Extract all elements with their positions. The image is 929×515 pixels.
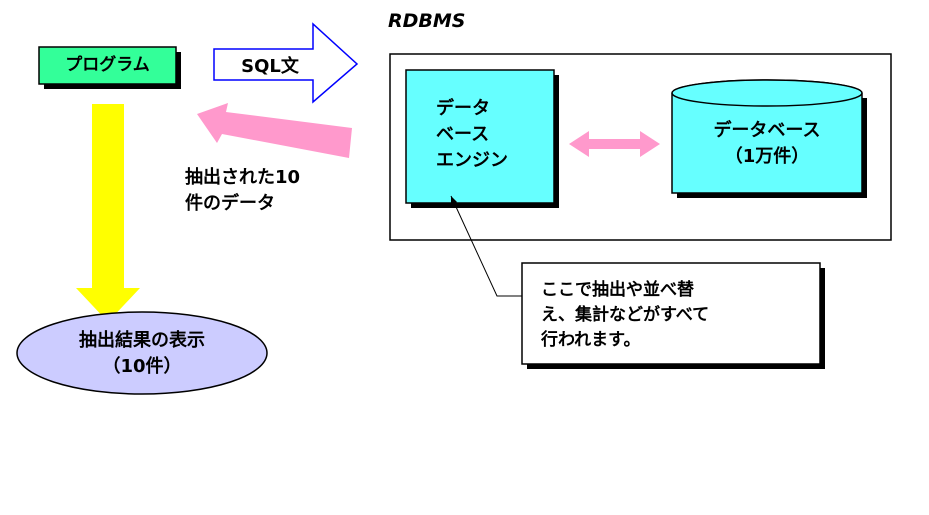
engine-label: データ ベース エンジン: [436, 98, 508, 171]
result-label: 抽出結果の表示 （10件）: [79, 330, 205, 377]
database-label: データベース （1万件）: [713, 120, 821, 167]
down-arrow: [76, 104, 140, 322]
note-label: ここで抽出や並べ替 え、集計などがすべて 行われます。: [541, 280, 710, 350]
note-box: [521, 262, 821, 365]
extracted-data-label: 抽出された10 件のデータ: [185, 167, 301, 214]
note-pointer-line: [450, 195, 522, 297]
engine-box: [405, 69, 555, 204]
sql-arrow: [213, 22, 359, 104]
sql-label: SQL文: [241, 56, 299, 78]
result-ellipse: [16, 311, 268, 395]
rdbms-title: RDBMS: [388, 10, 466, 32]
database-cylinder-top: [671, 79, 863, 107]
program-box: [38, 46, 177, 85]
program-label: プログラム: [65, 55, 150, 76]
return-arrow: [197, 103, 352, 158]
exchange-arrow: [569, 131, 660, 157]
note-pointer-arrowhead: [451, 196, 457, 206]
